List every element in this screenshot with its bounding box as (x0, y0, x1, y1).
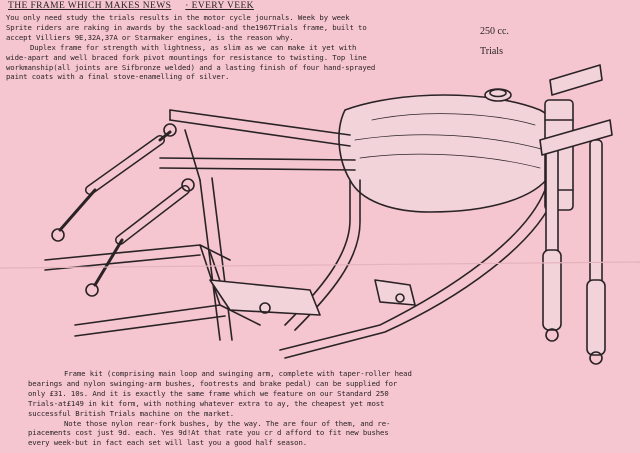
spec-label: 250 cc. Trials (480, 22, 509, 62)
intro-line: Duplex frame for strength with lightness… (30, 42, 357, 52)
front-forks (539, 64, 613, 365)
footer-line: successful British Trials machine on the… (28, 408, 235, 418)
intro-text: You only need study the trials results i… (6, 13, 446, 82)
intro-line: workmanship(all joints are Sifbronze wel… (6, 62, 376, 72)
footer-line: Trials-at£149 in kit form, with nothing … (28, 398, 385, 408)
headline-title: THE FRAME WHICH MAKES NEWS (8, 1, 172, 11)
intro-line: Sprite riders are raking in awards by th… (6, 22, 367, 32)
frame-illustration (44, 64, 613, 365)
footer-line: every week-but in fact each set will las… (28, 438, 308, 448)
footer-line: Note those nylon rear-fork bushes, by th… (64, 418, 391, 428)
footer-line: Frame kit (comprising main loop and swin… (64, 369, 412, 378)
headline: THE FRAME WHICH MAKES NEWS · EVERY VEEK (8, 1, 254, 11)
footer-line: bearings and nylon swinging-arm bushes, … (28, 378, 398, 388)
footer-text: Frame kit (comprising main loop and swin… (28, 369, 458, 448)
spec-capacity: 250 cc. (480, 26, 509, 37)
spec-model: Trials (480, 46, 503, 57)
intro-line: accept Villiers 9E,32A,37A or Starmaker … (6, 32, 294, 42)
rear-shock-lower (85, 178, 195, 297)
headline-tail: · EVERY VEEK (185, 1, 254, 11)
footer-line: piacements cost just 9d. each. Yes 9d!At… (28, 428, 389, 438)
footer-line: only £31. 10s. And it is exactly the sam… (28, 388, 389, 398)
rear-shock-upper (51, 123, 177, 242)
intro-line: You only need study the trials results i… (6, 13, 350, 22)
intro-line: wide-apart and well braced fork pivot mo… (6, 52, 367, 62)
intro-line: paint coats with a final stove-enamellin… (6, 72, 230, 82)
fuel-tank (338, 88, 560, 213)
